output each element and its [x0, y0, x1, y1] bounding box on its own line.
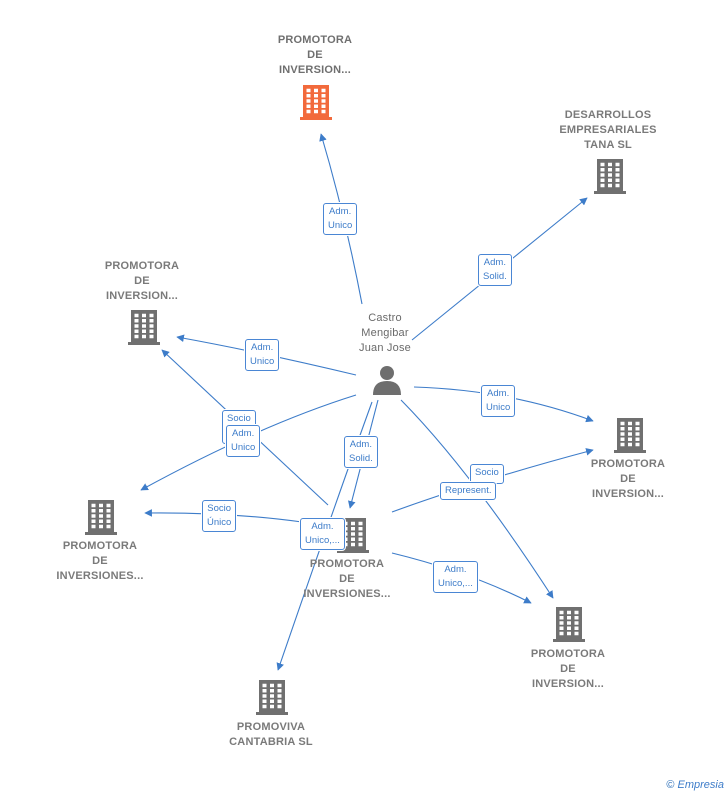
edge-label-line: Socio — [207, 503, 232, 514]
edge-label-line: Unico — [486, 402, 511, 413]
building-icon-desarrollos[interactable] — [594, 159, 626, 194]
edge-label-desarrollos[interactable]: Adm. Solid. — [478, 254, 512, 286]
node-label-line: DESARROLLOS — [564, 109, 652, 121]
node-label-promoviva[interactable]: PROMOVIVA CANTABRIA SL — [206, 720, 336, 750]
person-name-line: Juan Jose — [359, 342, 411, 354]
node-label-line: INVERSIONES... — [303, 588, 391, 600]
person-name-line: Mengibar — [361, 327, 409, 339]
edge-label-line: Adm. — [487, 388, 510, 399]
edge-label-socio-unico[interactable]: Socio Único — [202, 500, 237, 532]
edge-label-line: Adm. — [232, 428, 255, 439]
icons-group — [85, 85, 646, 715]
brand-name: Empresia — [677, 779, 724, 791]
edge-label-represent[interactable]: Represent. — [440, 482, 497, 500]
node-label-line: INVERSION... — [531, 678, 605, 690]
node-label-right-mid[interactable]: PROMOTORA DE INVERSION... — [563, 457, 693, 502]
node-label-line: DE — [307, 49, 323, 61]
edge-label-line: Represent. — [445, 485, 492, 496]
edge-label-line: Solid. — [483, 271, 507, 282]
edge-label-center-solid[interactable]: Adm. Solid. — [344, 436, 378, 468]
edge-label-adm-unico-left[interactable]: Adm. Unico — [226, 425, 261, 457]
edge-label-line: Adm. — [329, 206, 352, 217]
building-icon-left-upper[interactable] — [128, 310, 160, 345]
edge-label-socio-right[interactable]: Socio — [470, 464, 504, 484]
node-label-line: PROMOTORA — [530, 648, 606, 660]
node-label-line: DE — [620, 473, 636, 485]
person-name-line: Castro — [368, 312, 402, 324]
node-label-line: DE — [92, 555, 108, 567]
edge-label-center-adm[interactable]: Adm. Unico,... — [300, 518, 345, 550]
node-label-line: PROMOTORA — [590, 458, 666, 470]
edge-label-line: Adm. — [349, 439, 372, 450]
node-label-line: PROMOVIVA — [236, 721, 306, 733]
node-label-right-lower[interactable]: PROMOTORA DE INVERSION... — [503, 647, 633, 692]
edge-label-line: Unico,... — [305, 535, 340, 546]
building-icon-left-lower[interactable] — [85, 500, 117, 535]
edge-label-right-mid[interactable]: Adm. Unico — [481, 385, 516, 417]
building-icon-main[interactable] — [300, 85, 332, 120]
node-label-center[interactable]: PROMOTORA DE INVERSIONES... — [282, 557, 412, 602]
person-icon[interactable] — [373, 366, 401, 395]
edge-label-line: Solid. — [349, 453, 373, 464]
copyright-icon: © — [666, 779, 675, 791]
edge-label-right-lower[interactable]: Adm. Unico,... — [433, 561, 478, 593]
node-label-line: INVERSION... — [105, 290, 179, 302]
node-label-main[interactable]: PROMOTORA DE INVERSION... — [250, 33, 380, 78]
node-label-line: PROMOTORA — [104, 260, 180, 272]
node-label-left-upper[interactable]: PROMOTORA DE INVERSION... — [77, 259, 207, 304]
node-label-line: PROMOTORA — [309, 558, 385, 570]
node-label-line: DE — [560, 663, 576, 675]
edge-label-line: Unico — [231, 442, 256, 453]
edge-label-line: Único — [207, 517, 232, 528]
edge-label-line: Adm. — [444, 564, 467, 575]
building-icon-right-lower[interactable] — [553, 607, 585, 642]
edge-label-line: Unico — [328, 220, 353, 231]
node-label-line: DE — [134, 275, 150, 287]
node-label-line: PROMOTORA — [277, 34, 353, 46]
edge-label-line: Adm. — [483, 257, 506, 268]
edge-label-line: Adm. — [251, 342, 274, 353]
edge-label-line: Adm. — [311, 521, 334, 532]
edge-label-main[interactable]: Adm. Unico — [323, 203, 358, 235]
edge-label-left-upper[interactable]: Adm. Unico — [245, 339, 280, 371]
node-label-line: INVERSIONES... — [56, 570, 144, 582]
edge-label-line: Unico,... — [438, 578, 473, 589]
brand-footer[interactable]: ©Empresia — [666, 779, 724, 791]
node-label-desarrollos[interactable]: DESARROLLOS EMPRESARIALES TANA SL — [543, 108, 673, 153]
building-icon-right-mid[interactable] — [614, 418, 646, 453]
edge-label-line: Socio — [227, 413, 251, 424]
edge-label-line: Socio — [475, 467, 499, 478]
node-label-line: PROMOTORA — [62, 540, 138, 552]
node-label-line: DE — [339, 573, 355, 585]
person-label[interactable]: Castro Mengibar Juan Jose — [320, 311, 450, 356]
node-label-line: TANA SL — [584, 139, 632, 151]
node-label-left-lower[interactable]: PROMOTORA DE INVERSIONES... — [35, 539, 165, 584]
node-label-line: INVERSION... — [278, 64, 352, 76]
building-icon-promoviva[interactable] — [256, 680, 288, 715]
node-label-line: INVERSION... — [591, 488, 665, 500]
edge-label-line: Unico — [250, 356, 275, 367]
node-label-line: EMPRESARIALES — [559, 124, 657, 136]
node-label-line: CANTABRIA SL — [229, 736, 313, 748]
edge-person-promoviva — [276, 401, 373, 671]
